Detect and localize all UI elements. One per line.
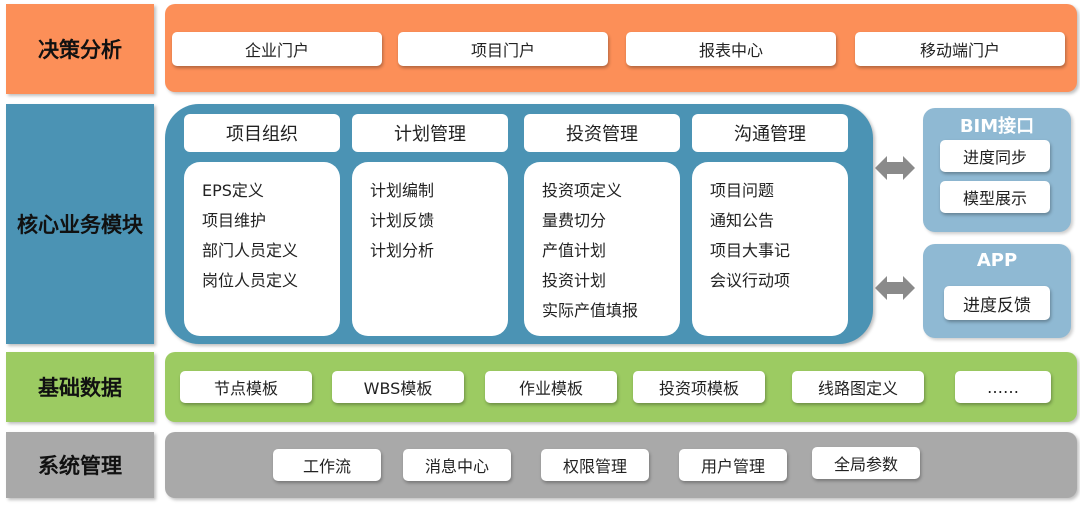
app-title: APP xyxy=(976,250,1018,271)
module-card-project-org: EPS定义 项目维护 部门人员定义 岗位人员定义 xyxy=(184,162,340,336)
system-item-user-mgmt: 用户管理 xyxy=(679,449,787,481)
module-item: 量费切分 xyxy=(542,211,607,230)
system-item-permission-mgmt: 权限管理 xyxy=(541,449,649,481)
bim-item-progress-sync: 进度同步 xyxy=(940,140,1050,172)
module-item: 部门人员定义 xyxy=(202,241,299,260)
module-card-comm-mgmt: 项目问题 通知公告 项目大事记 会议行动项 xyxy=(692,162,848,336)
base-item-wbs-template: WBS模板 xyxy=(332,371,464,403)
base-item-more: …… xyxy=(955,371,1051,403)
bim-connector-arrow-icon xyxy=(875,156,915,180)
decision-layer-label: 决策分析 xyxy=(6,4,154,94)
decision-item-enterprise-portal: 企业门户 xyxy=(172,32,382,66)
system-item-message-center: 消息中心 xyxy=(403,449,511,481)
base-item-route-map-def: 线路图定义 xyxy=(792,371,924,403)
bim-interface-title: BIM接口 xyxy=(959,116,1035,137)
module-card-plan-mgmt: 计划编制 计划反馈 计划分析 xyxy=(352,162,508,336)
system-layer-label: 系统管理 xyxy=(6,432,154,498)
decision-item-project-portal: 项目门户 xyxy=(398,32,608,66)
module-title-plan-mgmt: 计划管理 xyxy=(352,114,508,152)
base-data-layer-band xyxy=(165,352,1077,422)
base-item-invest-template: 投资项模板 xyxy=(633,371,765,403)
app-connector-arrow-icon xyxy=(875,276,915,300)
base-item-node-template: 节点模板 xyxy=(180,371,312,403)
module-item: 项目问题 xyxy=(710,181,775,200)
module-item: 计划反馈 xyxy=(370,211,435,230)
module-item: 投资计划 xyxy=(542,271,607,290)
module-title-project-org: 项目组织 xyxy=(184,114,340,152)
core-layer-label: 核心业务模块 xyxy=(6,104,154,344)
module-item: 项目维护 xyxy=(202,211,267,230)
system-item-workflow: 工作流 xyxy=(273,449,381,481)
module-item: 项目大事记 xyxy=(710,241,791,260)
module-item: 实际产值填报 xyxy=(542,301,639,320)
module-card-invest-mgmt: 投资项定义 量费切分 产值计划 投资计划 实际产值填报 xyxy=(524,162,680,336)
app-item-progress-feedback: 进度反馈 xyxy=(944,286,1050,320)
decision-item-report-center: 报表中心 xyxy=(626,32,836,66)
module-item: 通知公告 xyxy=(710,211,775,230)
module-item: EPS定义 xyxy=(202,181,264,200)
system-item-global-params: 全局参数 xyxy=(812,447,920,479)
bim-item-model-display: 模型展示 xyxy=(940,181,1050,213)
decision-item-mobile-portal: 移动端门户 xyxy=(855,32,1065,66)
module-item: 产值计划 xyxy=(542,241,607,260)
module-item: 投资项定义 xyxy=(542,181,623,200)
module-item: 计划编制 xyxy=(370,181,435,200)
module-item: 会议行动项 xyxy=(710,271,791,290)
module-title-invest-mgmt: 投资管理 xyxy=(524,114,680,152)
module-item: 计划分析 xyxy=(370,241,435,260)
module-item: 岗位人员定义 xyxy=(202,271,299,290)
module-title-comm-mgmt: 沟通管理 xyxy=(692,114,848,152)
base-item-work-template: 作业模板 xyxy=(485,371,617,403)
base-data-layer-label: 基础数据 xyxy=(6,352,154,422)
